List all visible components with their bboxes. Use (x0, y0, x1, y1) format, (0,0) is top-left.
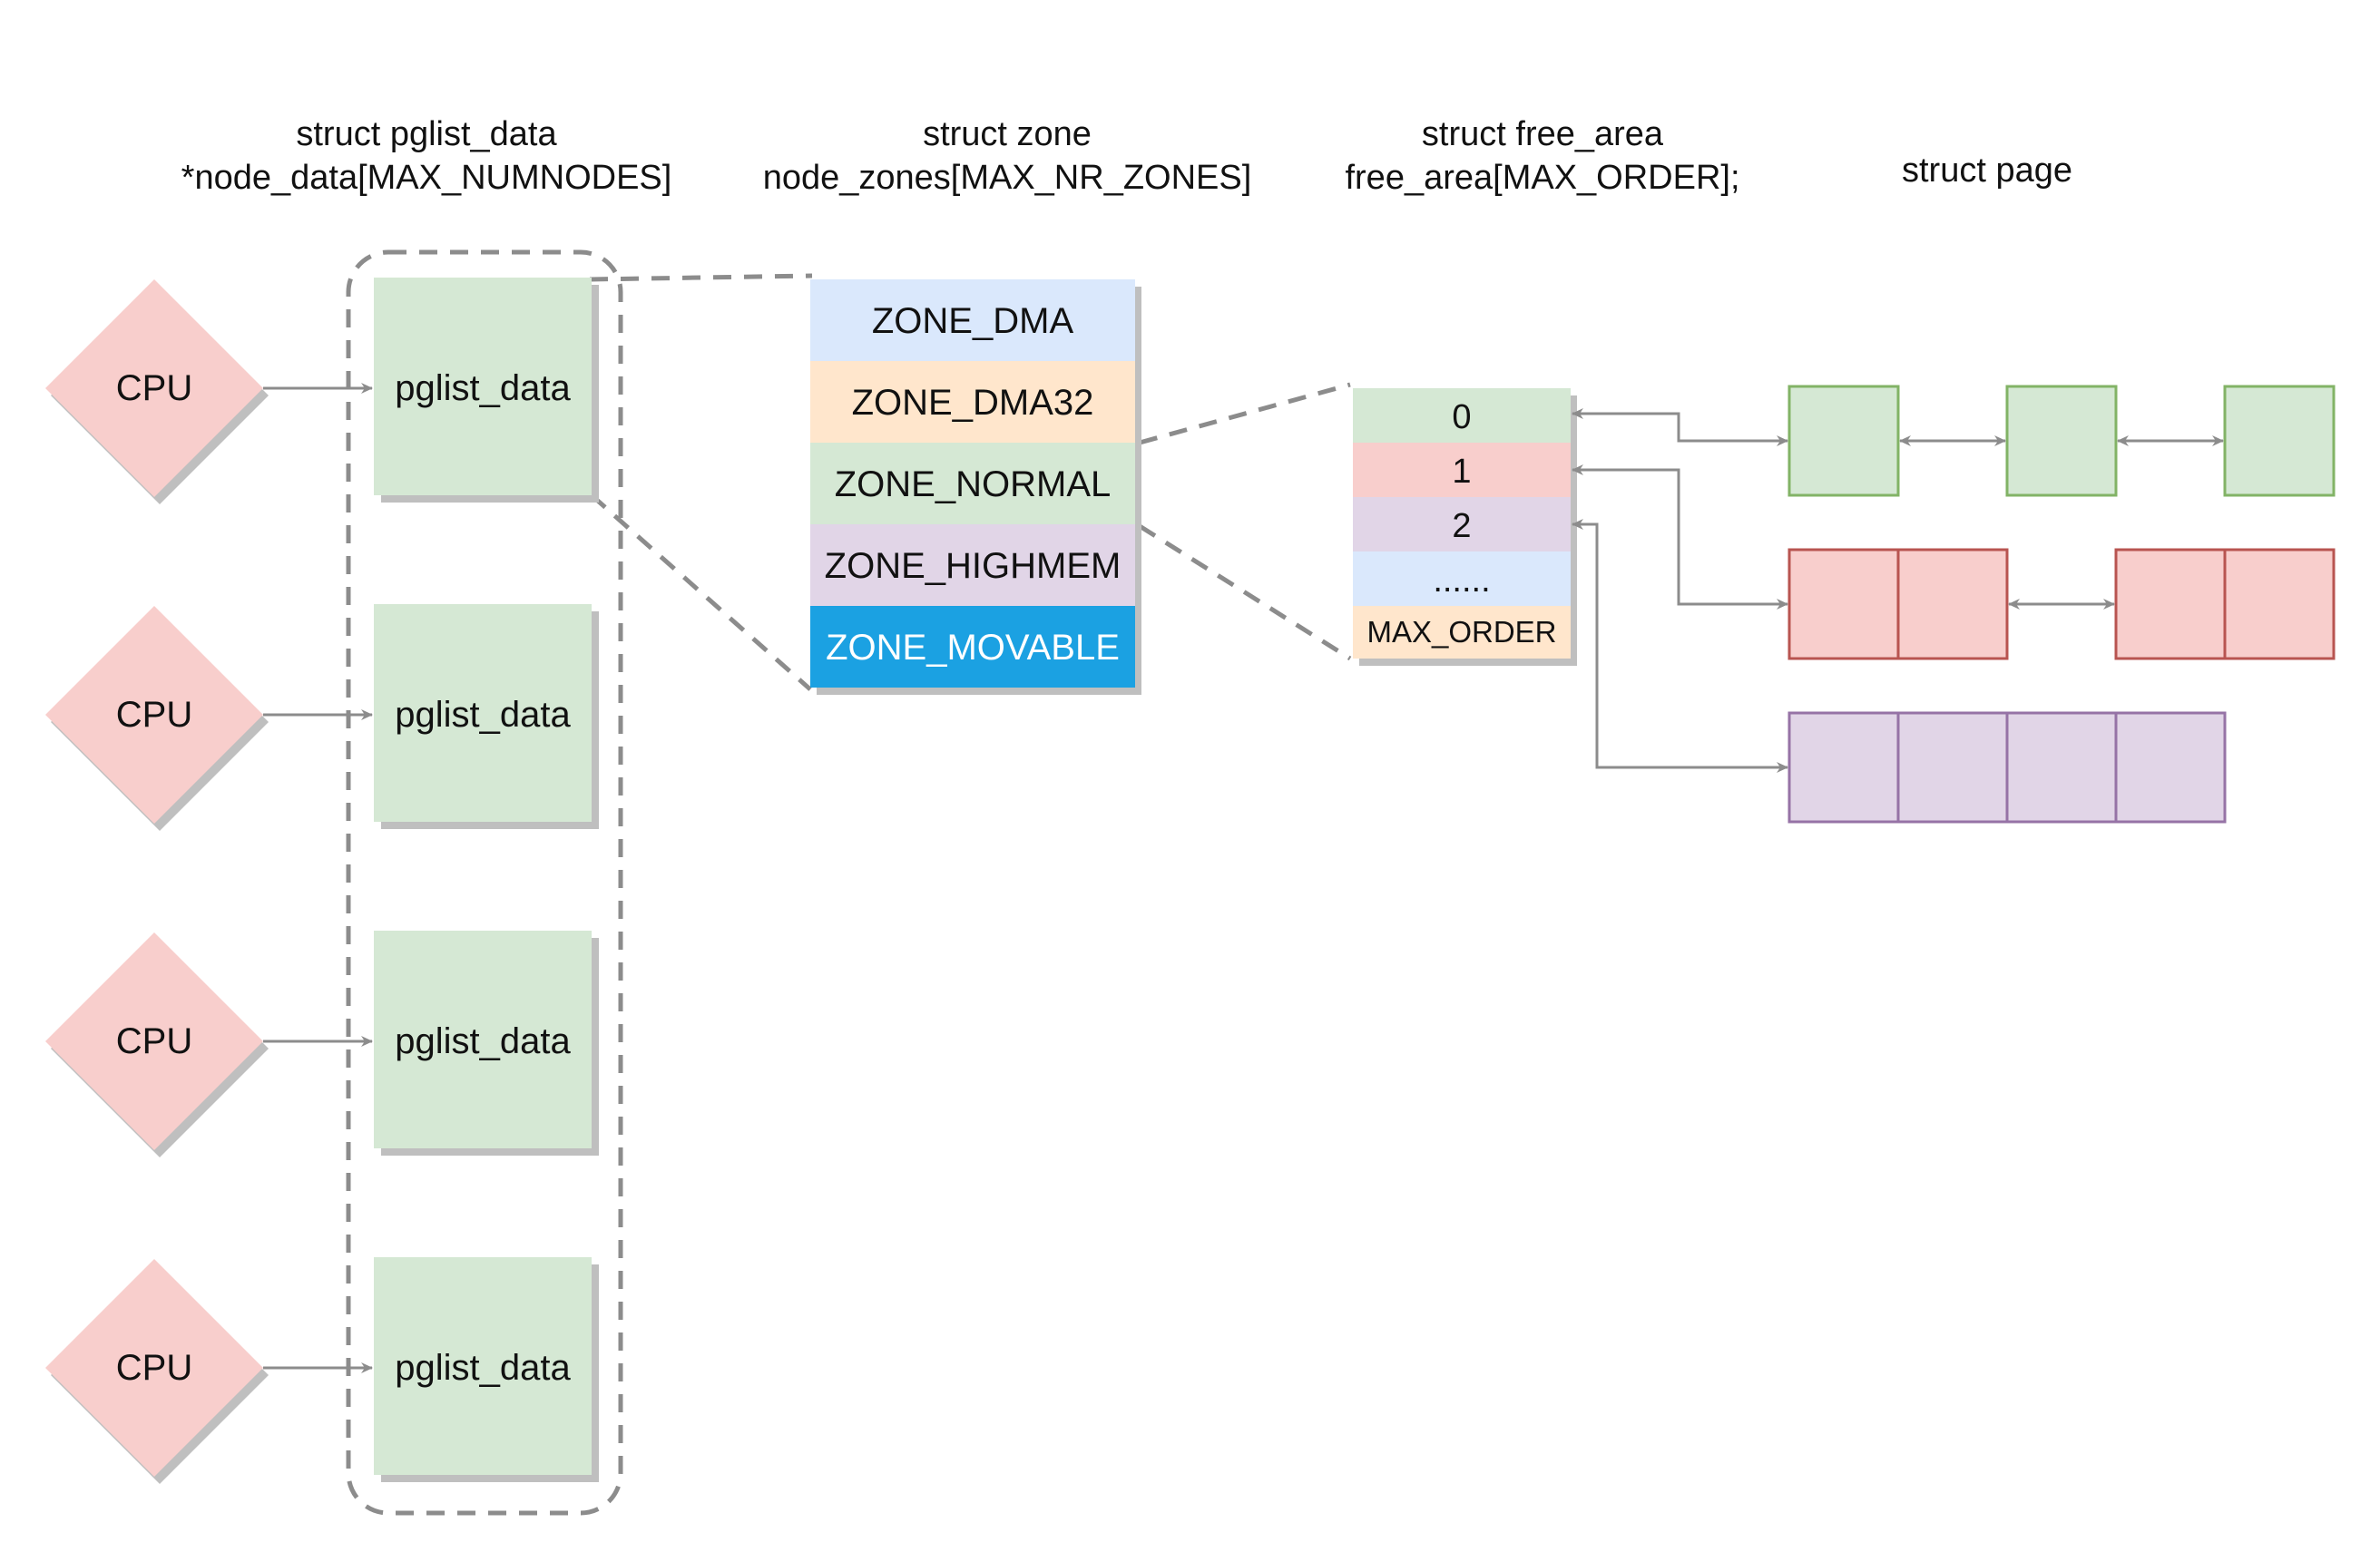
cpu-shape (45, 932, 263, 1150)
free-area-label: 1 (1452, 453, 1471, 491)
free-area-row (1353, 497, 1571, 551)
zone-label: ZONE_HIGHMEM (825, 546, 1121, 586)
zone-label: ZONE_DMA (872, 301, 1074, 341)
free-area-row (1353, 606, 1571, 659)
free-area-row (1353, 443, 1571, 497)
header-page: struct page (1851, 149, 2123, 192)
header-line: node_zones[MAX_NR_ZONES] (762, 159, 1252, 197)
free-list-connector-order-2 (1572, 519, 1788, 773)
pglist-data-label: pglist_data (395, 368, 571, 408)
zone-table: ZONE_DMA ZONE_DMA32 ZONE_NORMAL ZONE_HIG… (810, 279, 1141, 695)
page-block (2223, 385, 2336, 497)
zoom-line-top (1139, 382, 1351, 445)
cpu-shape (45, 1259, 263, 1477)
header-line: free_area[MAX_ORDER]; (1345, 159, 1740, 197)
free-area-table: 0 1 2 ...... MAX_ORDER (1353, 388, 1577, 666)
free-area-row (1353, 551, 1571, 606)
node-data-array-outline (346, 249, 623, 1516)
free-area-label: 0 (1452, 398, 1471, 436)
page-block (2114, 711, 2227, 824)
cpu-shape (45, 606, 263, 824)
numa-node-row: CPU pglist_data (45, 1257, 599, 1484)
numa-node-row: CPU pglist_data (45, 604, 599, 831)
page-block (2114, 548, 2227, 660)
cpu-label: CPU (116, 368, 192, 408)
zone-label: ZONE_DMA32 (852, 383, 1094, 423)
zoom-line-bottom (1138, 523, 1352, 661)
zone-row (810, 606, 1135, 688)
pglist-data-label: pglist_data (395, 1021, 571, 1061)
zone-label: ZONE_MOVABLE (826, 628, 1120, 668)
cpu-shape (45, 279, 263, 497)
numa-node-row: CPU pglist_data (45, 931, 599, 1157)
header-line: struct free_area (1421, 115, 1664, 153)
free-area-label: ...... (1433, 561, 1490, 600)
free-list-connector-order-1 (1572, 464, 1788, 610)
zone-row (810, 524, 1135, 606)
header-pglist-data: struct pglist_data *node_data[MAX_NUMNOD… (145, 112, 708, 200)
page-list-order-1 (1787, 548, 2336, 660)
zoom-line-top (589, 273, 813, 282)
header-line: struct pglist_data (296, 115, 557, 153)
page-list-order-2 (1787, 711, 2227, 824)
free-area-row (1353, 388, 1571, 443)
pglist-data-node (374, 604, 592, 822)
page-block (2005, 385, 2118, 497)
header-line: struct page (1902, 151, 2072, 190)
zone-row (810, 361, 1135, 443)
pglist-data-node (374, 931, 592, 1148)
page-block (2005, 711, 2118, 824)
cpu-label: CPU (116, 1348, 192, 1388)
page-block (1787, 711, 1900, 824)
header-free-area: struct free_area free_area[MAX_ORDER]; (1316, 112, 1769, 200)
free-list-connector-order-0 (1572, 408, 1788, 446)
page-block (1896, 711, 2009, 824)
zone-row (810, 279, 1135, 361)
zone-label: ZONE_NORMAL (835, 464, 1112, 504)
numa-node-row: CPU pglist_data (45, 278, 599, 504)
page-list-order-0 (1787, 385, 2336, 497)
pglist-data-label: pglist_data (395, 695, 571, 735)
header-line: *node_data[MAX_NUMNODES] (181, 159, 672, 197)
page-block (2223, 548, 2336, 660)
cpu-label: CPU (116, 695, 192, 735)
pglist-data-node (374, 1257, 592, 1475)
page-block (1896, 548, 2009, 660)
zoom-line-bottom (590, 493, 812, 691)
header-line: struct zone (923, 115, 1092, 153)
cpu-label: CPU (116, 1021, 192, 1061)
free-area-label: MAX_ORDER (1366, 615, 1556, 649)
pglist-data-label: pglist_data (395, 1348, 571, 1388)
zone-row (810, 443, 1135, 524)
page-block (1787, 548, 1900, 660)
page-block (1787, 385, 1900, 497)
free-area-label: 2 (1452, 507, 1471, 545)
header-zone: struct zone node_zones[MAX_NR_ZONES] (726, 112, 1288, 200)
pglist-data-node (374, 278, 592, 495)
